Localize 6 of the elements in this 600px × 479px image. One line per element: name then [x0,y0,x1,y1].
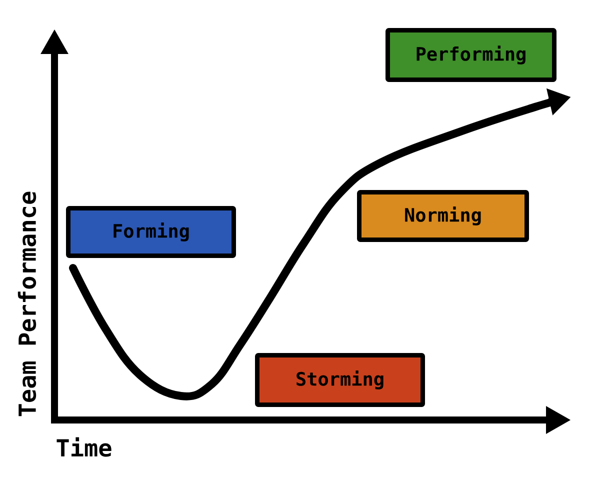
stage-box: Storming [255,353,425,407]
stage-box: Norming [357,190,529,242]
axis-label: Team Performance [18,192,36,416]
stage-box: Performing [386,28,556,82]
axis-label: Time [56,437,112,457]
stage-box: Forming [66,206,236,258]
